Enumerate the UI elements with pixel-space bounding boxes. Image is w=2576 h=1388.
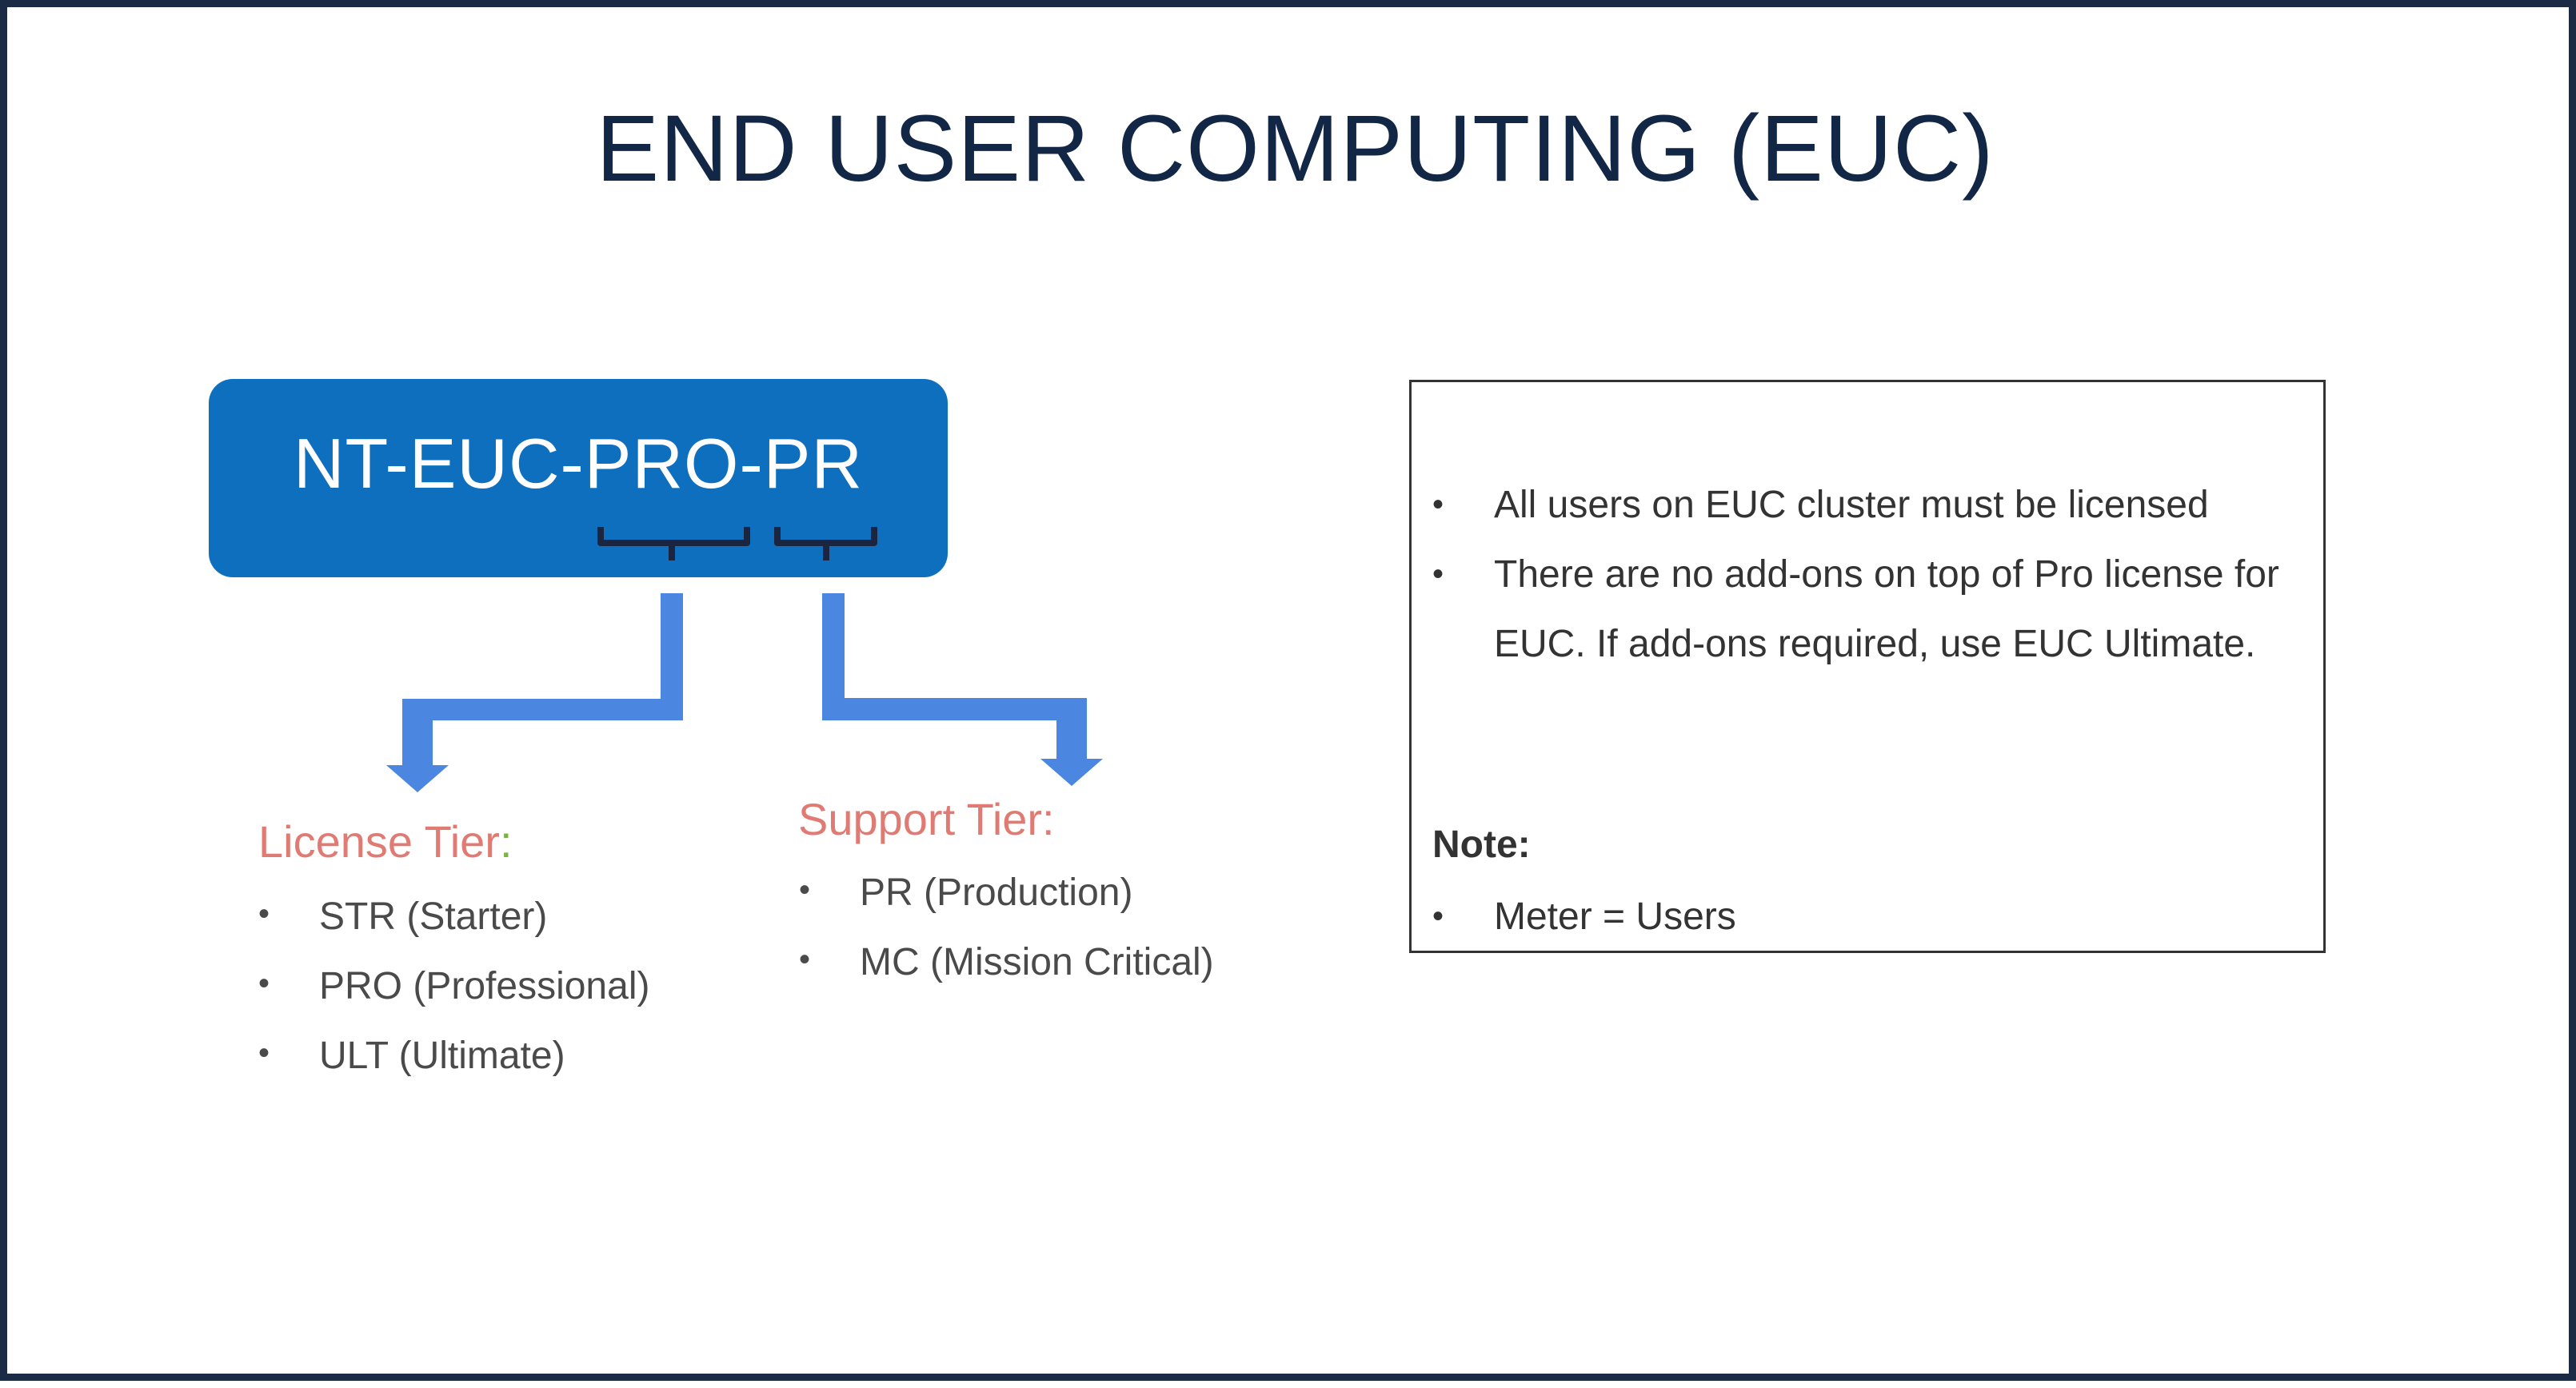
support-tier-label: Support Tier <box>798 794 1043 844</box>
list-item: All users on EUC cluster must be license… <box>1432 470 2312 540</box>
arrow-license-tier <box>386 593 683 792</box>
license-tier-list: STR (Starter) PRO (Professional) ULT (Ul… <box>258 898 649 1107</box>
support-tier-heading: Support Tier: <box>798 797 1055 842</box>
support-tier-list: PR (Production) MC (Mission Critical) <box>799 874 1214 1013</box>
notes-box: All users on EUC cluster must be license… <box>1409 380 2326 953</box>
sku-code: NT-EUC-PRO-PR <box>293 424 864 503</box>
list-item: PRO (Professional) <box>258 967 649 1037</box>
license-tier-heading: License Tier: <box>258 820 513 864</box>
list-item: There are no add-ons on top of Pro licen… <box>1432 540 2312 679</box>
notes-list: All users on EUC cluster must be license… <box>1432 470 2312 679</box>
sku-box: NT-EUC-PRO-PR <box>209 379 948 577</box>
note-items-list: Meter = Users <box>1432 882 2312 951</box>
support-tier-colon: : <box>1042 794 1055 844</box>
note-label: Note: <box>1432 824 1531 866</box>
list-item: MC (Mission Critical) <box>799 943 1214 1013</box>
list-item: STR (Starter) <box>258 898 649 967</box>
list-item: ULT (Ultimate) <box>258 1037 649 1107</box>
license-tier-colon: : <box>499 816 513 867</box>
arrow-support-tier <box>822 593 1103 786</box>
list-item: Meter = Users <box>1432 882 2312 951</box>
slide-title: END USER COMPUTING (EUC) <box>596 96 1995 201</box>
license-tier-label: License Tier <box>258 816 500 867</box>
list-item: PR (Production) <box>799 874 1214 943</box>
